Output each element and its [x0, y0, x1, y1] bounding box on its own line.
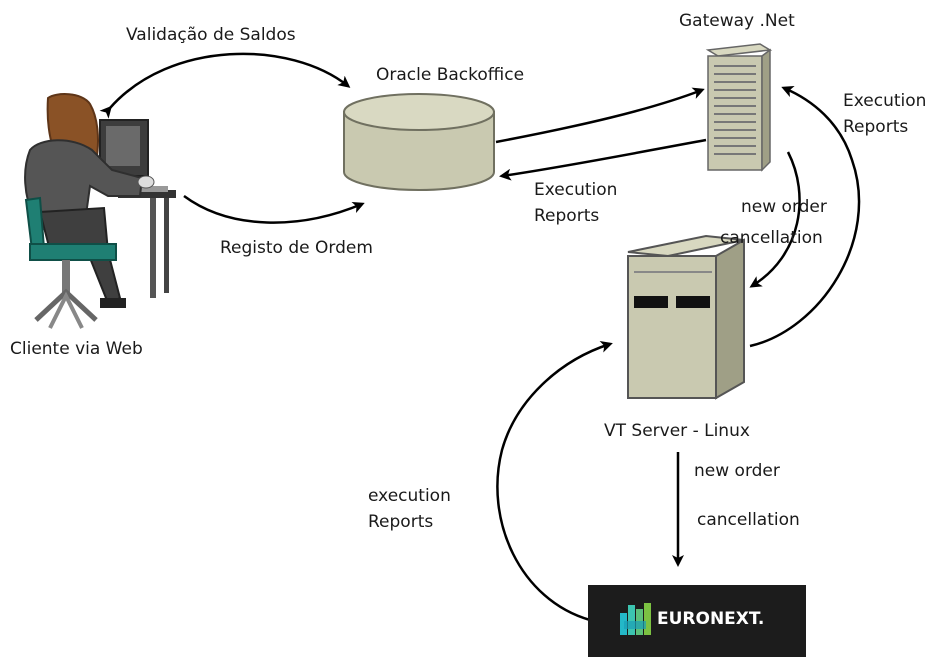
euronext-logo-text: EURONEXT.	[657, 609, 765, 629]
server-cabinet-icon	[627, 234, 745, 400]
exec-reports-mid-label-line2: Reports	[534, 206, 600, 226]
new-order-top-label: new order	[741, 197, 827, 217]
validation-arrow	[99, 52, 351, 119]
exec-reports-bottom-label-line1: execution	[368, 486, 451, 506]
new-order-bottom-label: new order	[694, 461, 780, 481]
exec-reports-mid-label-line1: Execution	[534, 180, 618, 200]
server-tower-icon	[705, 43, 773, 172]
euronext-logo	[588, 585, 806, 657]
flow-arrows	[99, 52, 861, 622]
oracle-label: Oracle Backoffice	[376, 65, 525, 85]
client-person-icon	[24, 93, 176, 329]
vt-server-label: VT Server - Linux	[604, 421, 750, 441]
gateway-label: Gateway .Net	[679, 11, 795, 31]
exec-reports-top-label-line1: Execution	[843, 91, 927, 111]
order-registration-arrow	[183, 194, 365, 224]
exec-reports-bottom-label-line2: Reports	[368, 512, 434, 532]
exec-reports-top-label-line2: Reports	[843, 117, 909, 137]
cancellation-top-label: cancellation	[720, 228, 823, 248]
order-registration-label: Registo de Ordem	[220, 238, 373, 258]
oracle-to-gateway-arrow	[495, 87, 705, 144]
cancellation-bottom-label: cancellation	[697, 510, 800, 530]
vt-to-gateway-arrow	[749, 86, 861, 348]
euronext-logo-icon	[620, 603, 651, 635]
euronext-to-vt-arrow	[496, 341, 613, 622]
gateway-to-vt-arrow	[749, 151, 801, 288]
gateway-to-oracle-arrow	[499, 138, 707, 181]
validation-label: Validação de Saldos	[126, 25, 296, 45]
database-cylinder-icon	[343, 93, 495, 191]
client-label: Cliente via Web	[10, 339, 143, 359]
